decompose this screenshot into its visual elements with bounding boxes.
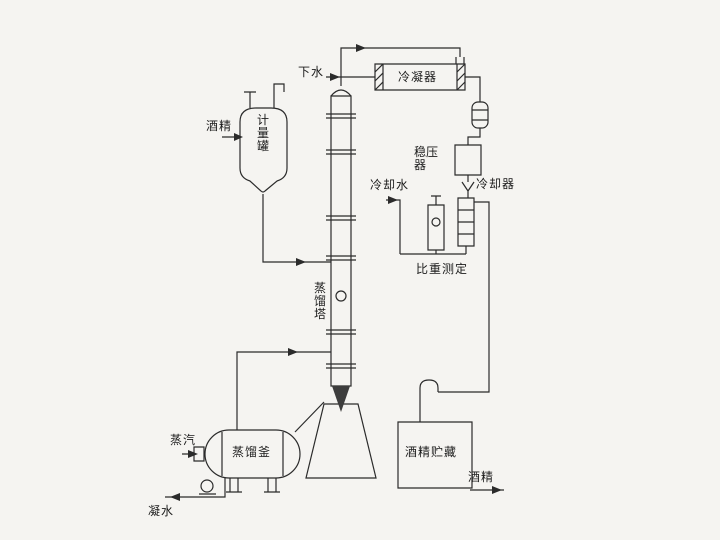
bulb-to-stabilizer-pipe [468,128,480,145]
distillation-tower [306,90,376,478]
condenser-vessel [375,57,465,90]
storage-tank-body [398,422,472,488]
tower-feed-pipe [263,194,331,262]
arrow-alcohol-in-icon [234,133,243,141]
arrow-cooling-water-icon [388,196,398,204]
piping [165,48,504,497]
hydrometer-body [428,205,444,250]
condenser-vapor-nozzle [456,57,464,64]
pump-body-icon [201,480,213,492]
tower-dome [331,90,351,96]
flow-arrows [170,44,502,501]
kettle-vessel [194,430,300,492]
arrow-kettle-vapor-icon [288,348,298,356]
condenser-shell [375,64,465,90]
tower-column [331,96,351,386]
metering-tank-body [240,108,287,192]
condensate-pump [199,480,216,494]
kettle-return-pipe [295,402,324,432]
arrow-vapor-icon [356,44,366,52]
storage-tank-vessel [398,422,472,488]
condensate-pipe [465,77,480,102]
arrow-down-water-icon [330,73,340,81]
stabilizer-body [455,145,481,175]
stabilizer-outlet-pipe [462,175,474,198]
label-alcohol-out: 酒精 [468,470,495,484]
label-alcohol-storage: 酒精贮藏 [405,445,458,459]
sight-bulb [472,102,488,128]
kettle-legs [226,478,280,492]
arrow-feed-icon [296,258,306,266]
label-alcohol-in: 酒精 [206,119,233,133]
kettle-seams [222,432,283,476]
label-down-water: 下水 [298,65,325,79]
hydrometer-vent [431,196,441,205]
label-metering-tank: 计量罐 [256,113,269,153]
sight-bulb-lines [472,110,488,120]
arrow-steam-icon [188,450,198,458]
tower-bottom-cone [332,386,350,412]
arrow-alcohol-out-icon [492,486,502,494]
metering-tank-vessel [240,108,287,192]
label-gravity-measurement: 比重测定 [416,262,469,276]
vapor-pipe [341,48,460,86]
sight-glass-icon [336,291,346,301]
label-condensate: 凝水 [148,504,175,518]
label-cooling-water: 冷却水 [370,178,410,192]
hydrometer-float-icon [432,218,440,226]
label-stabilizer: 稳压器 [414,145,439,172]
tower-flanges [326,114,356,368]
condensate-drain-pipe [165,478,225,497]
hydrometer-vessel [428,205,444,250]
tower-skirt [306,404,376,478]
arrow-condensate-icon [170,493,180,501]
condenser-tube-sheets [383,64,457,90]
storage-feed-pipe [420,202,489,422]
kettle-vapor-pipe [237,352,331,430]
cooler-vessel [458,198,474,246]
cooling-manifold-pipe [386,200,466,254]
kettle-body [205,430,300,478]
label-cooler: 冷却器 [476,177,516,191]
condenser-hatch [375,64,465,90]
metering-vent-pipes [244,84,284,108]
label-steam: 蒸汽 [170,433,197,447]
label-condenser: 冷凝器 [398,70,438,84]
stabilizer-vessel [455,145,481,175]
label-distillation-kettle: 蒸馏釜 [232,445,272,459]
cooler-hatch [458,210,474,234]
label-distillation-tower: 蒸馏塔 [313,281,326,321]
sight-bulb-body [472,102,488,128]
